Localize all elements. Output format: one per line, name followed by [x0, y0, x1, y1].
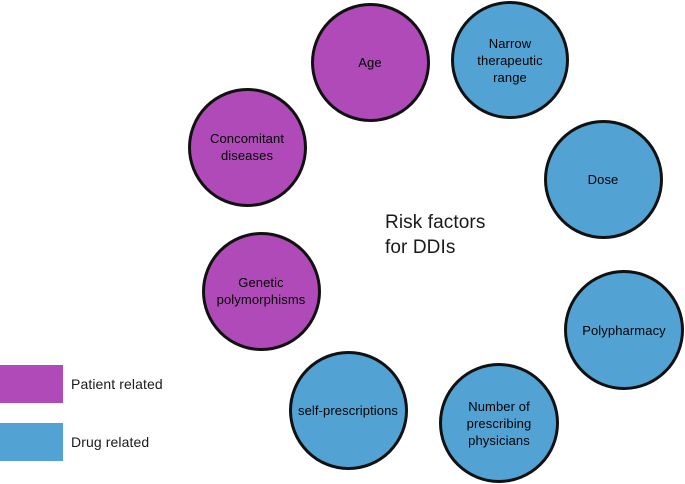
node-label-genetic-polymorphisms: Genetic polymorphisms — [216, 275, 306, 307]
center-label: Risk factors for DDIs — [385, 212, 486, 258]
node-label-dose: Dose — [587, 171, 619, 187]
legend-label-drug-related: Drug related — [71, 434, 150, 450]
node-concomitant-diseases: Concomitant diseases — [187, 87, 307, 207]
node-dose: Dose — [543, 119, 663, 239]
node-genetic-polymorphisms: Genetic polymorphisms — [201, 231, 321, 351]
node-label-self-prescriptions: self-prescriptions — [297, 402, 399, 418]
node-age: Age — [310, 2, 430, 122]
node-label-age: Age — [358, 54, 382, 70]
node-narrow-therapeutic-range: Narrow therapeutic range — [451, 1, 569, 119]
node-polypharmacy: Polypharmacy — [564, 270, 684, 390]
legend-swatch-drug-related — [0, 423, 63, 461]
node-number-of-prescribing-physicians: Number of prescribing physicians — [439, 363, 559, 483]
node-label-polypharmacy: Polypharmacy — [582, 322, 666, 338]
legend-swatch-patient-related — [0, 365, 63, 403]
node-label-narrow-therapeutic-range: Narrow therapeutic range — [477, 35, 543, 85]
legend-item-drug-related: Drug related — [0, 423, 149, 461]
node-label-concomitant-diseases: Concomitant diseases — [209, 131, 285, 163]
node-label-number-of-prescribing-physicians: Number of prescribing physicians — [466, 398, 532, 448]
legend-item-patient-related: Patient related — [0, 365, 163, 403]
node-self-prescriptions: self-prescriptions — [288, 350, 408, 470]
legend-label-patient-related: Patient related — [71, 376, 163, 392]
